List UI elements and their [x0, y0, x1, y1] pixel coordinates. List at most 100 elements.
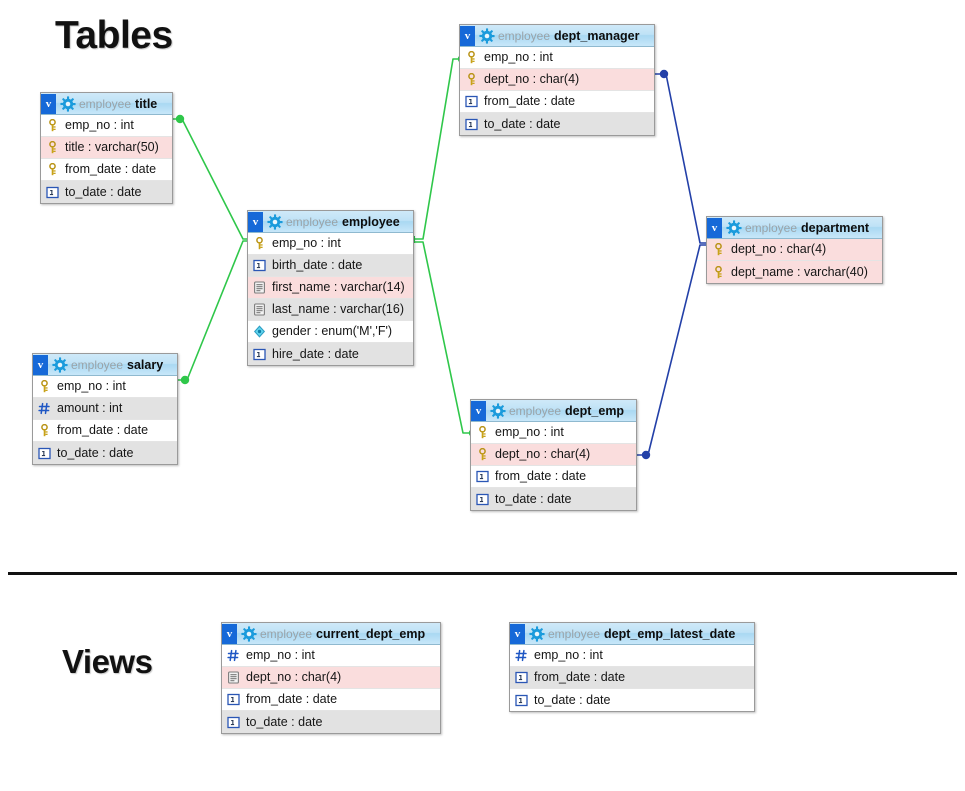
- entity-name: employee: [342, 214, 400, 229]
- column-label: from_date : date: [495, 469, 587, 483]
- column-row[interactable]: emp_no : int: [248, 233, 413, 255]
- column-label: from_date : date: [484, 94, 576, 108]
- column-row[interactable]: emp_no : int: [510, 645, 754, 667]
- gear-icon: [726, 219, 742, 236]
- date-icon: [227, 716, 240, 728]
- column-row[interactable]: to_date : date: [510, 689, 754, 711]
- column-label: to_date : date: [246, 714, 323, 729]
- connector-endpoint: [641, 450, 651, 460]
- column-row[interactable]: hire_date : date: [248, 343, 413, 365]
- column-row[interactable]: emp_no : int: [222, 645, 440, 667]
- column-label: amount : int: [57, 401, 123, 415]
- column-row[interactable]: gender : enum('M','F'): [248, 321, 413, 343]
- column-label: first_name : varchar(14): [272, 280, 405, 294]
- column-label: to_date : date: [65, 184, 142, 199]
- column-label: dept_no : char(4): [246, 670, 342, 684]
- column-row[interactable]: emp_no : int: [41, 115, 172, 137]
- schema-label: employee: [71, 357, 124, 372]
- column-row[interactable]: to_date : date: [222, 711, 440, 733]
- gear-icon: [529, 625, 545, 642]
- column-row[interactable]: from_date : date: [510, 667, 754, 689]
- connector-title-employee: [173, 118, 252, 240]
- entity-name: dept_manager: [554, 28, 640, 43]
- page-title-views: Views: [62, 643, 153, 680]
- int-icon: [227, 649, 239, 662]
- column-row[interactable]: from_date : date: [33, 420, 177, 442]
- view-badge-icon: v: [33, 354, 48, 375]
- column-label: dept_no : char(4): [484, 72, 580, 86]
- column-label: dept_name : varchar(40): [731, 264, 868, 279]
- column-label: gender : enum('M','F'): [272, 324, 393, 338]
- column-label: emp_no : int: [495, 425, 564, 439]
- column-label: to_date : date: [495, 491, 572, 506]
- column-row[interactable]: emp_no : int: [471, 422, 636, 444]
- entity-name: title: [135, 96, 158, 111]
- column-row[interactable]: from_date : date: [222, 689, 440, 711]
- schema-label: employee: [498, 28, 551, 43]
- column-row[interactable]: dept_no : char(4): [471, 444, 636, 466]
- column-label: to_date : date: [484, 116, 561, 131]
- view-badge-icon: v: [460, 25, 475, 46]
- column-row[interactable]: from_date : date: [460, 91, 654, 113]
- column-label: dept_no : char(4): [495, 447, 591, 461]
- column-row[interactable]: first_name : varchar(14): [248, 277, 413, 299]
- schema-label: employee: [79, 96, 132, 111]
- column-row[interactable]: from_date : date: [471, 466, 636, 488]
- date-icon: [253, 348, 266, 360]
- column-label: emp_no : int: [246, 648, 315, 662]
- key-icon: [256, 237, 263, 250]
- key-icon: [468, 73, 475, 86]
- schema-label: employee: [286, 214, 339, 229]
- enum-icon: [253, 325, 266, 338]
- gear-icon: [241, 625, 257, 642]
- column-row[interactable]: to_date : date: [41, 181, 172, 203]
- column-row[interactable]: to_date : date: [460, 113, 654, 135]
- gear-icon: [490, 402, 506, 419]
- schema-label: employee: [548, 626, 601, 641]
- gear-icon: [479, 27, 495, 44]
- view-badge-icon: v: [41, 93, 56, 114]
- column-row[interactable]: amount : int: [33, 398, 177, 420]
- column-row[interactable]: dept_name : varchar(40): [707, 261, 882, 283]
- page-title-tables: Tables: [55, 14, 173, 57]
- column-row[interactable]: birth_date : date: [248, 255, 413, 277]
- column-row[interactable]: emp_no : int: [33, 376, 177, 398]
- column-row[interactable]: dept_no : char(4): [460, 69, 654, 91]
- column-label: to_date : date: [534, 692, 611, 707]
- key-icon: [479, 448, 486, 461]
- view-badge-icon: v: [222, 623, 237, 644]
- column-row[interactable]: last_name : varchar(16): [248, 299, 413, 321]
- column-row[interactable]: dept_no : char(4): [707, 239, 882, 261]
- column-row[interactable]: to_date : date: [471, 488, 636, 510]
- column-row[interactable]: dept_no : char(4): [222, 667, 440, 689]
- column-row[interactable]: title : varchar(50): [41, 137, 172, 159]
- column-label: emp_no : int: [484, 50, 553, 64]
- key-icon: [479, 426, 486, 439]
- entity-name: current_dept_emp: [316, 626, 426, 641]
- text-icon: [228, 671, 239, 684]
- column-row[interactable]: emp_no : int: [460, 47, 654, 69]
- key-icon: [49, 141, 56, 154]
- int-icon: [38, 402, 50, 415]
- gear-icon: [52, 356, 68, 373]
- view-badge-icon: v: [707, 217, 722, 238]
- column-row[interactable]: from_date : date: [41, 159, 172, 181]
- column-label: from_date : date: [246, 692, 338, 706]
- column-row[interactable]: to_date : date: [33, 442, 177, 464]
